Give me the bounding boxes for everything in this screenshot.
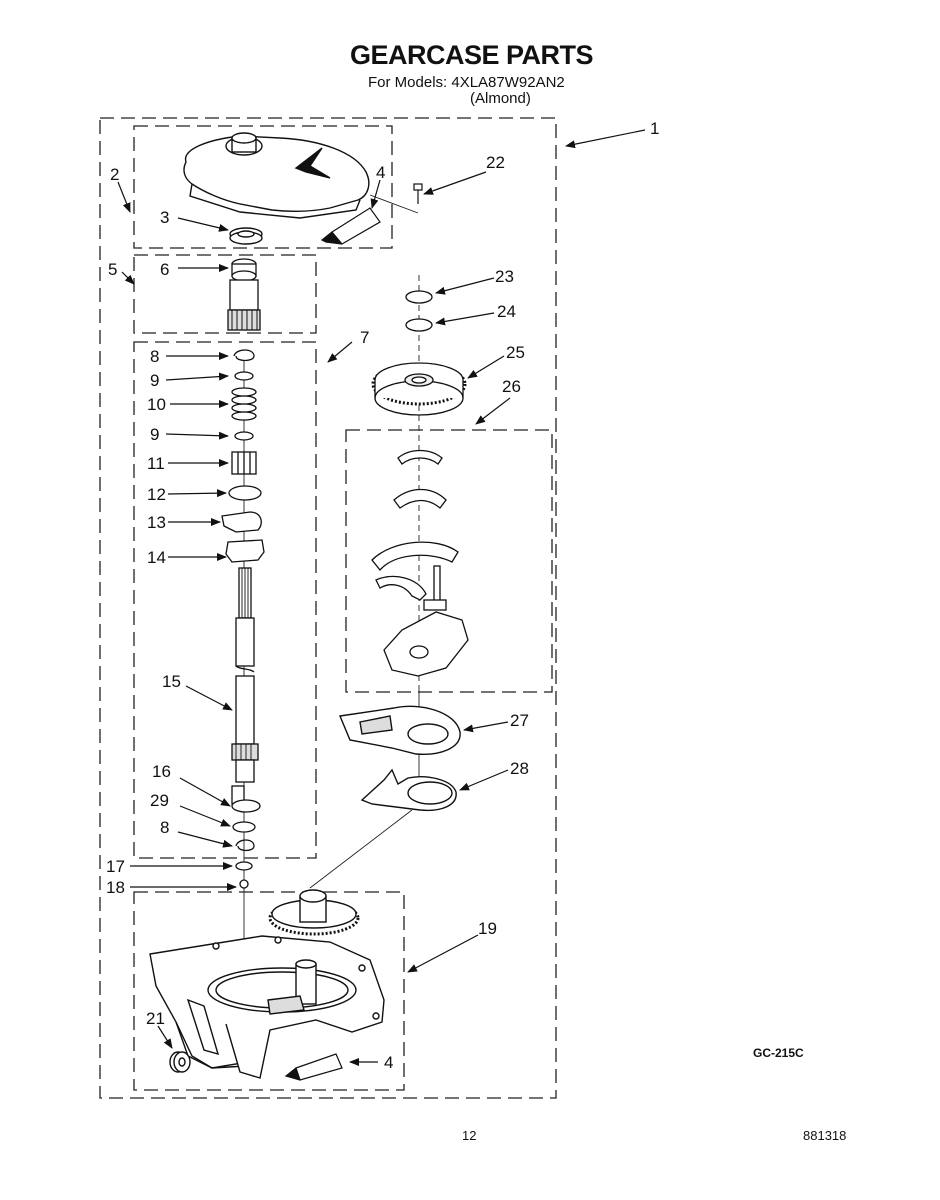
model-finish: (Almond) — [470, 90, 531, 107]
washer-top — [234, 371, 254, 381]
spring — [231, 387, 257, 421]
document-number: 881318 — [803, 1128, 847, 1143]
callout-2: 2 — [110, 165, 119, 184]
ball-bearing — [239, 879, 249, 889]
thrust-washer — [231, 799, 261, 813]
callout-1: 1 — [650, 119, 659, 138]
callout-17: 17 — [106, 857, 125, 876]
spline-collar — [231, 451, 257, 475]
shift-lever — [339, 705, 461, 755]
callout-22: 22 — [486, 153, 505, 172]
callout-8-lower: 8 — [160, 818, 169, 837]
washer-lower — [232, 821, 256, 833]
page-title: GEARCASE PARTS — [350, 40, 594, 70]
callout-24: 24 — [497, 302, 516, 321]
callout-15: 15 — [162, 672, 181, 691]
retaining-ring-lower — [235, 839, 255, 852]
callout-19: 19 — [478, 919, 497, 938]
grease-tube-top — [320, 207, 381, 245]
drawing-code: GC-215C — [753, 1046, 804, 1060]
callout-25: 25 — [506, 343, 525, 362]
retainer-23 — [405, 290, 433, 304]
washer-middle — [234, 431, 254, 441]
callout-26: 26 — [502, 377, 521, 396]
callout-3: 3 — [160, 208, 169, 227]
drain-seal — [169, 1051, 191, 1073]
washer-24 — [405, 318, 433, 332]
callout-29: 29 — [150, 791, 169, 810]
callout-9-middle: 9 — [150, 425, 159, 444]
drive-gear — [371, 362, 467, 416]
callout-6: 6 — [160, 260, 169, 279]
callout-23: 23 — [495, 267, 514, 286]
callout-21: 21 — [146, 1009, 165, 1028]
retaining-ring-top — [233, 349, 255, 362]
bushing — [235, 861, 253, 871]
callout-12: 12 — [147, 485, 166, 504]
callout-11: 11 — [147, 454, 165, 473]
housing-group-box — [133, 891, 405, 1091]
callout-27: 27 — [510, 711, 529, 730]
callout-16: 16 — [152, 762, 171, 781]
pinion-gear — [227, 258, 261, 331]
gearcase-housing — [149, 889, 385, 1079]
shift-assembly — [371, 449, 469, 677]
shift-fork — [360, 768, 457, 812]
page-number: 12 — [462, 1128, 477, 1143]
screw — [413, 183, 423, 204]
callout-28: 28 — [510, 759, 529, 778]
seal — [229, 227, 263, 245]
callout-4-top: 4 — [376, 163, 385, 182]
callout-13: 13 — [147, 513, 166, 532]
cover-group-box — [133, 125, 393, 249]
shift-fork-upper — [221, 511, 262, 533]
callout-5: 5 — [108, 260, 117, 279]
shaft-group-box — [133, 341, 317, 859]
o-ring — [228, 485, 262, 501]
pinion-group-box — [133, 254, 317, 334]
callout-9-top: 9 — [150, 371, 159, 390]
gearcase-cover — [183, 132, 370, 219]
callout-4-bottom: 4 — [384, 1053, 393, 1072]
agitate-shaft — [231, 567, 259, 805]
callout-18: 18 — [106, 878, 125, 897]
assembly-box-1 — [99, 117, 557, 1099]
grease-tube-bottom — [284, 1053, 343, 1081]
model-number: For Models: 4XLA87W92AN2 — [368, 74, 565, 91]
callout-7: 7 — [360, 328, 369, 347]
callout-14: 14 — [147, 548, 166, 567]
callout-8-top: 8 — [150, 347, 159, 366]
callout-10: 10 — [147, 395, 166, 414]
shift-group-box — [345, 429, 553, 693]
clutch-coupling — [225, 539, 265, 563]
